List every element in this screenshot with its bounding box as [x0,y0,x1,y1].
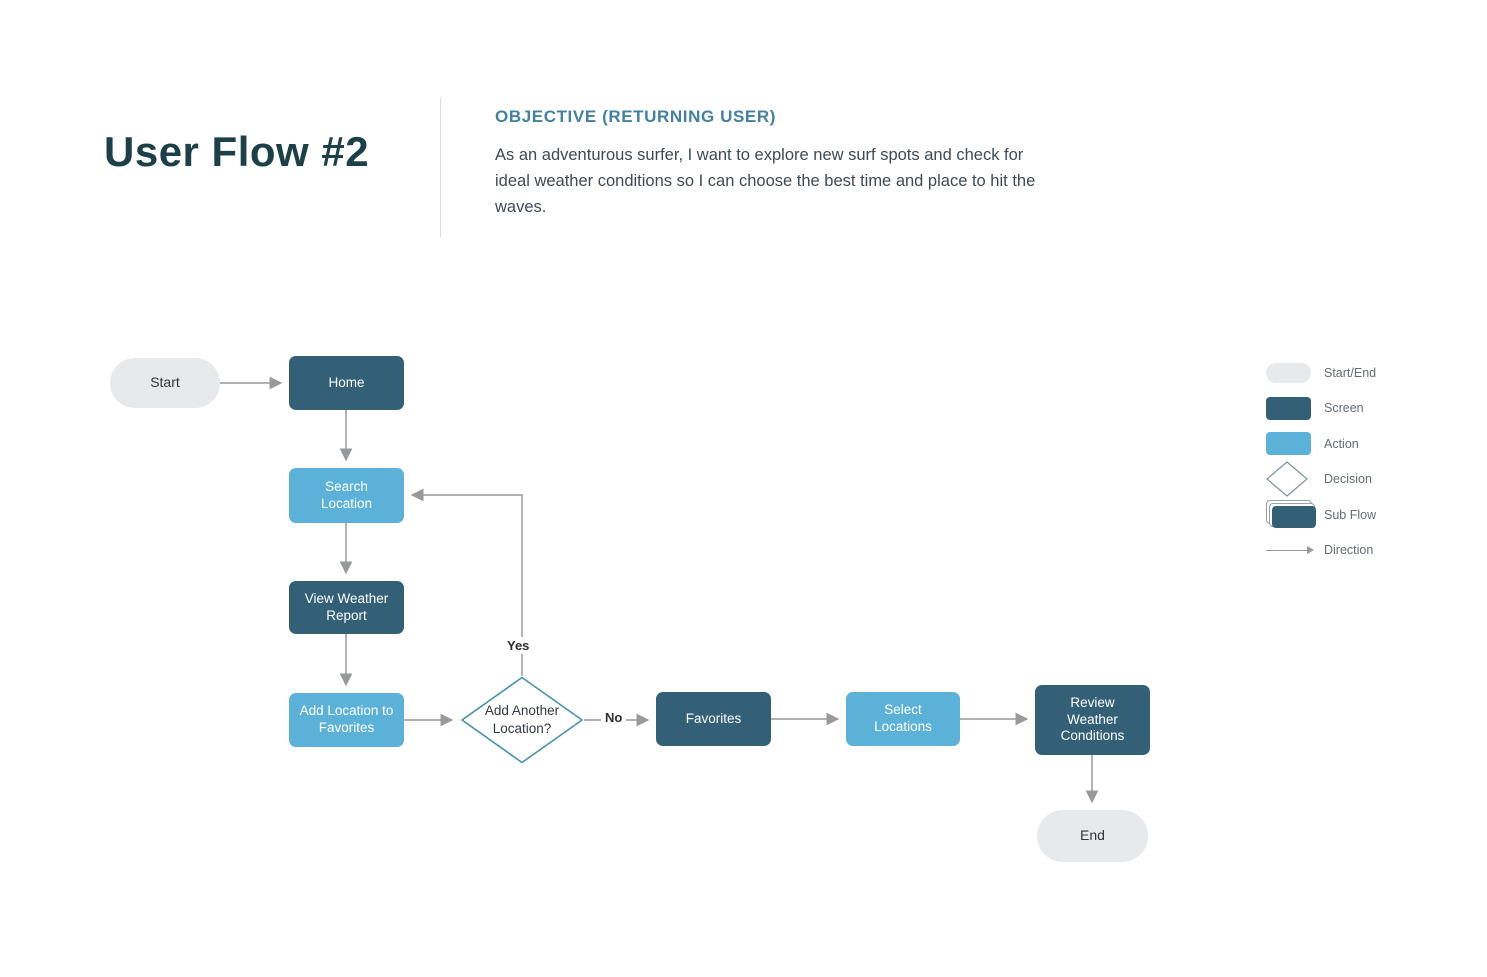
legend-label-subflow: Sub Flow [1324,507,1377,522]
legend-subflow-swatch [1266,499,1318,530]
legend-label-action: Action [1324,436,1359,451]
decision-diamond-shape [461,676,583,764]
flow-node-add-location-to-favorites: Add Location to Favorites [289,693,404,747]
page-title: User Flow #2 [104,128,370,176]
legend-label-decision: Decision [1324,472,1372,487]
direction-arrowhead [1307,546,1314,555]
legend-label-direction: Direction [1324,543,1374,558]
edge-label-yes: Yes [503,637,534,654]
legend: Start/End Screen Action Decision Sub Flo… [1266,355,1376,568]
legend-screen-swatch [1266,396,1311,420]
edge-label-no: No [601,709,627,726]
objective-heading: OBJECTIVE (RETURNING USER) [495,107,777,126]
flow-node-add-another-location-decision: Add Another Location? [460,676,584,764]
flow-node-view-weather-report: View Weather Report [289,581,404,634]
objective-body: As an adventurous surfer, I want to expl… [495,146,1036,216]
legend-direction-arrow-icon [1266,545,1314,555]
header-divider [440,98,441,237]
decision-label: Add Another Location? [484,703,560,736]
legend-label-screen: Screen [1324,401,1364,416]
direction-line [1266,549,1308,551]
flow-node-review-weather-conditions: Review Weather Conditions [1035,685,1150,755]
legend-label-startend: Start/End [1324,365,1377,380]
flow-node-start: Start [110,358,220,408]
legend-startend-swatch [1266,362,1311,383]
flow-node-select-locations: Select Locations [846,692,960,746]
flow-node-home: Home [289,356,404,410]
flow-node-search-location: Search Location [289,468,404,523]
legend-decision-swatch [1266,461,1308,497]
legend-diamond-icon [1266,461,1308,497]
subflow-front-layer [1272,505,1316,528]
flow-node-end: End [1037,810,1148,862]
legend-action-swatch [1266,432,1311,456]
flow-node-favorites: Favorites [656,692,771,746]
